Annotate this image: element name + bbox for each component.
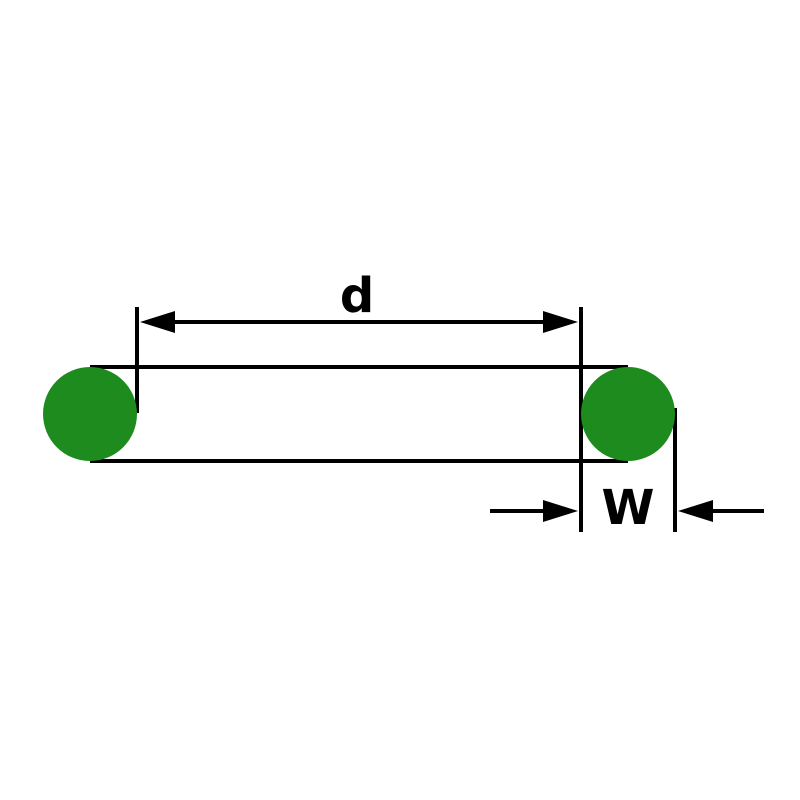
d-dimension: d (140, 268, 578, 333)
oring-cross-section-right (581, 367, 675, 461)
oring-cross-section-left (43, 367, 137, 461)
d-arrowhead-right-icon (543, 311, 578, 333)
w-arrowheads (543, 500, 713, 522)
w-arrowhead-left-icon (543, 500, 578, 522)
ring-profile-edges (90, 365, 628, 463)
d-dimension-label: d (340, 268, 374, 324)
w-dimension-label: W (602, 480, 655, 536)
d-arrowhead-left-icon (140, 311, 175, 333)
w-dimension: W (490, 480, 764, 536)
extension-lines (135, 307, 677, 532)
d-arrowheads (140, 311, 578, 333)
w-arrowhead-right-icon (678, 500, 713, 522)
